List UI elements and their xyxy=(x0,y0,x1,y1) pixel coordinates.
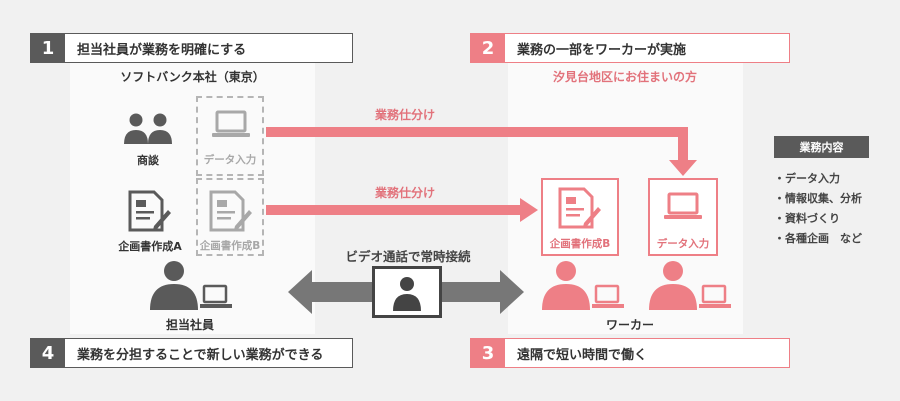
laptop-icon xyxy=(664,192,702,219)
worker-person-icon xyxy=(649,261,731,310)
plan-a-label: 企画書作成A xyxy=(118,240,182,253)
step-3-number: 3 xyxy=(471,339,505,367)
step-4-text: 業務を分担することで新しい業務ができる xyxy=(77,347,324,363)
step-1-text: 担当社員が業務を明確にする xyxy=(77,42,247,58)
task-content-title: 業務内容 xyxy=(774,136,869,158)
task-content-item: ・各種企画 など xyxy=(774,232,862,245)
laptop-icon xyxy=(212,110,250,137)
plan-b-task-box xyxy=(541,178,619,256)
staff-label: 担当社員 xyxy=(165,318,214,332)
step-4: 4 業務を分担することで新しい業務ができる xyxy=(30,338,353,368)
document-edit-icon xyxy=(128,190,171,232)
step-1-number: 1 xyxy=(31,34,65,62)
step-2: 2 業務の一部をワーカーが実施 xyxy=(470,33,790,63)
step-2-number: 2 xyxy=(471,34,505,62)
plan-b-label-right: 企画書作成B xyxy=(549,238,611,250)
task-content-item: ・データ入力 xyxy=(774,172,840,185)
person-icon xyxy=(393,277,421,311)
task-content-item: ・資料づくり xyxy=(774,212,840,225)
data-entry-task-dashed xyxy=(196,96,264,176)
plan-b-label-left: 企画書作成B xyxy=(199,240,261,252)
data-entry-label-left: データ入力 xyxy=(203,154,257,166)
staff-person-icon xyxy=(150,261,232,310)
video-call-label: ビデオ通話で常時接続 xyxy=(345,249,471,264)
step-3-text: 遠隔で短い時間で働く xyxy=(517,347,648,363)
worker-label: ワーカー xyxy=(605,318,654,332)
left-panel xyxy=(70,62,315,334)
step-1: 1 担当社員が業務を明確にする xyxy=(30,33,353,63)
step-4-number: 4 xyxy=(31,339,65,367)
step-3: 3 遠隔で短い時間で働く xyxy=(470,338,790,368)
assign-label-bottom: 業務仕分け xyxy=(374,186,435,200)
assign-arrow-bottom xyxy=(266,198,538,222)
meeting-label: 商談 xyxy=(137,154,159,167)
worker-person-icon xyxy=(542,261,624,310)
step-2-text: 業務の一部をワーカーが実施 xyxy=(517,42,687,58)
video-screen xyxy=(372,266,442,318)
document-edit-icon xyxy=(558,187,601,229)
area-title: 汐見台地区にお住まいの方 xyxy=(552,70,697,84)
task-content-item: ・情報収集、分析 xyxy=(774,192,862,205)
document-edit-icon xyxy=(209,190,252,232)
plan-b-task-dashed xyxy=(196,178,264,256)
head-office-title: ソフトバンク本社（東京） xyxy=(120,70,265,84)
assign-arrow-top xyxy=(266,127,697,176)
assign-label-top: 業務仕分け xyxy=(374,108,435,122)
data-entry-label-right: データ入力 xyxy=(656,238,710,250)
people-icon xyxy=(124,113,172,144)
